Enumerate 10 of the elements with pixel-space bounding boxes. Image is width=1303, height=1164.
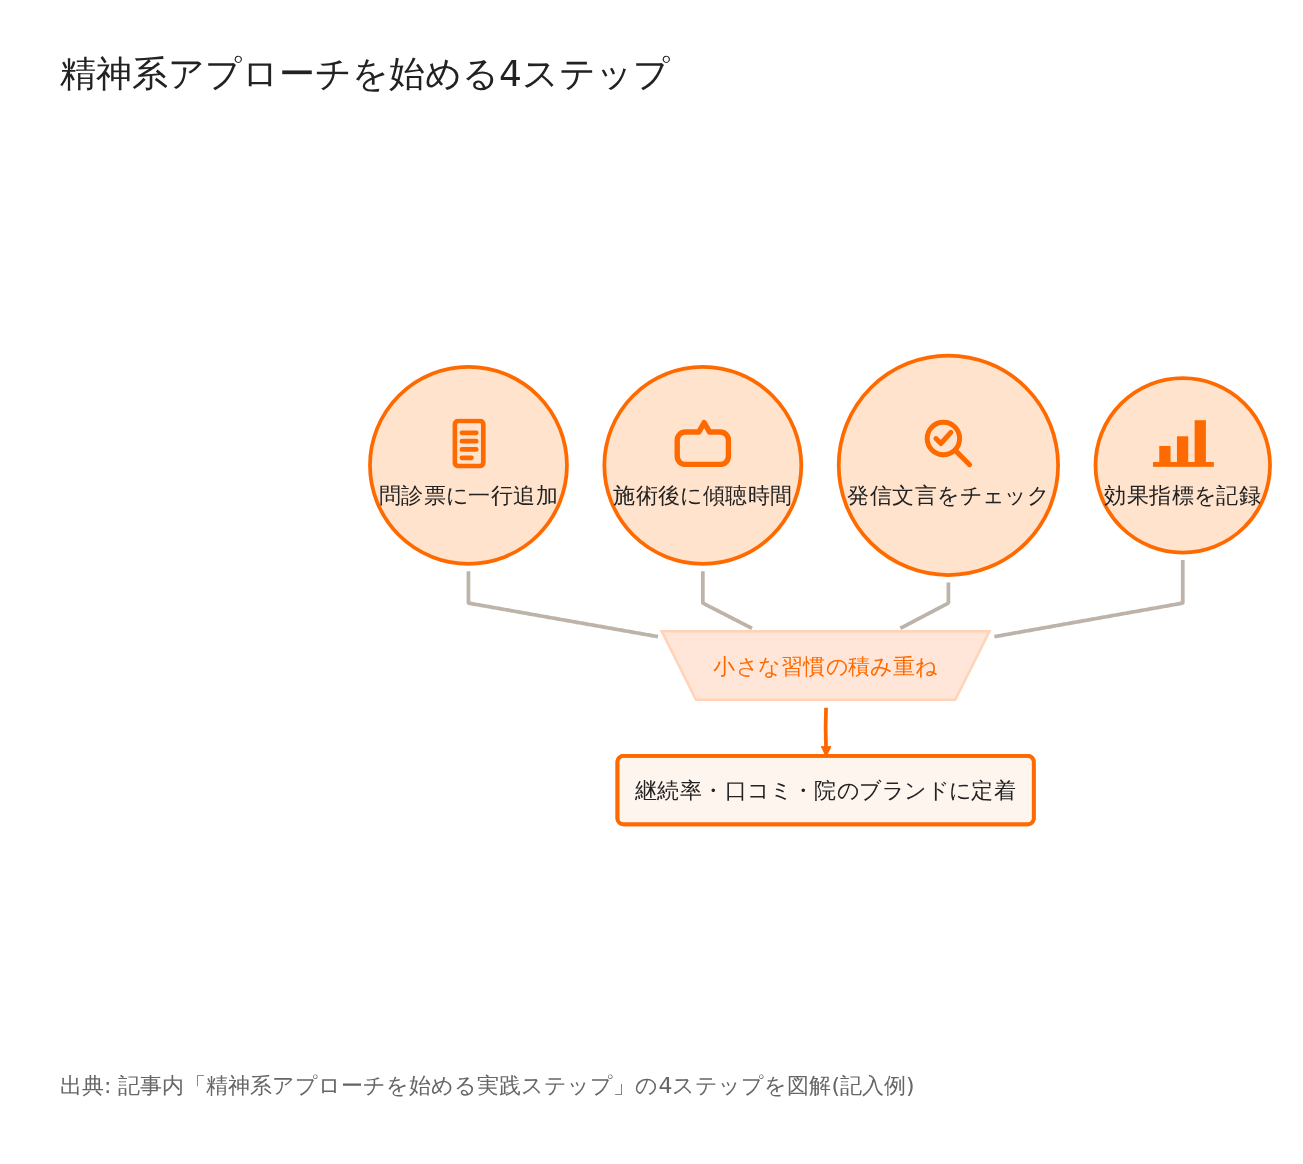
node-circle: 発信文言をチェック xyxy=(836,353,1060,577)
node-circle: 問診票に一行追加 xyxy=(368,365,569,566)
node-circle: 施術後に傾聴時間 xyxy=(602,365,804,566)
connector-line xyxy=(993,559,1185,639)
source-caption: 出典: 記事内「精神系アプローチを始める実践ステップ」の4ステップを図解(記入例) xyxy=(60,1072,915,1100)
connector-line xyxy=(700,570,753,630)
connector-line xyxy=(466,570,659,639)
connector-line xyxy=(899,581,951,630)
node-circle: 効果指標を記録 xyxy=(1093,376,1272,555)
diagram-title: 精神系アプローチを始める4ステップ xyxy=(60,52,670,96)
